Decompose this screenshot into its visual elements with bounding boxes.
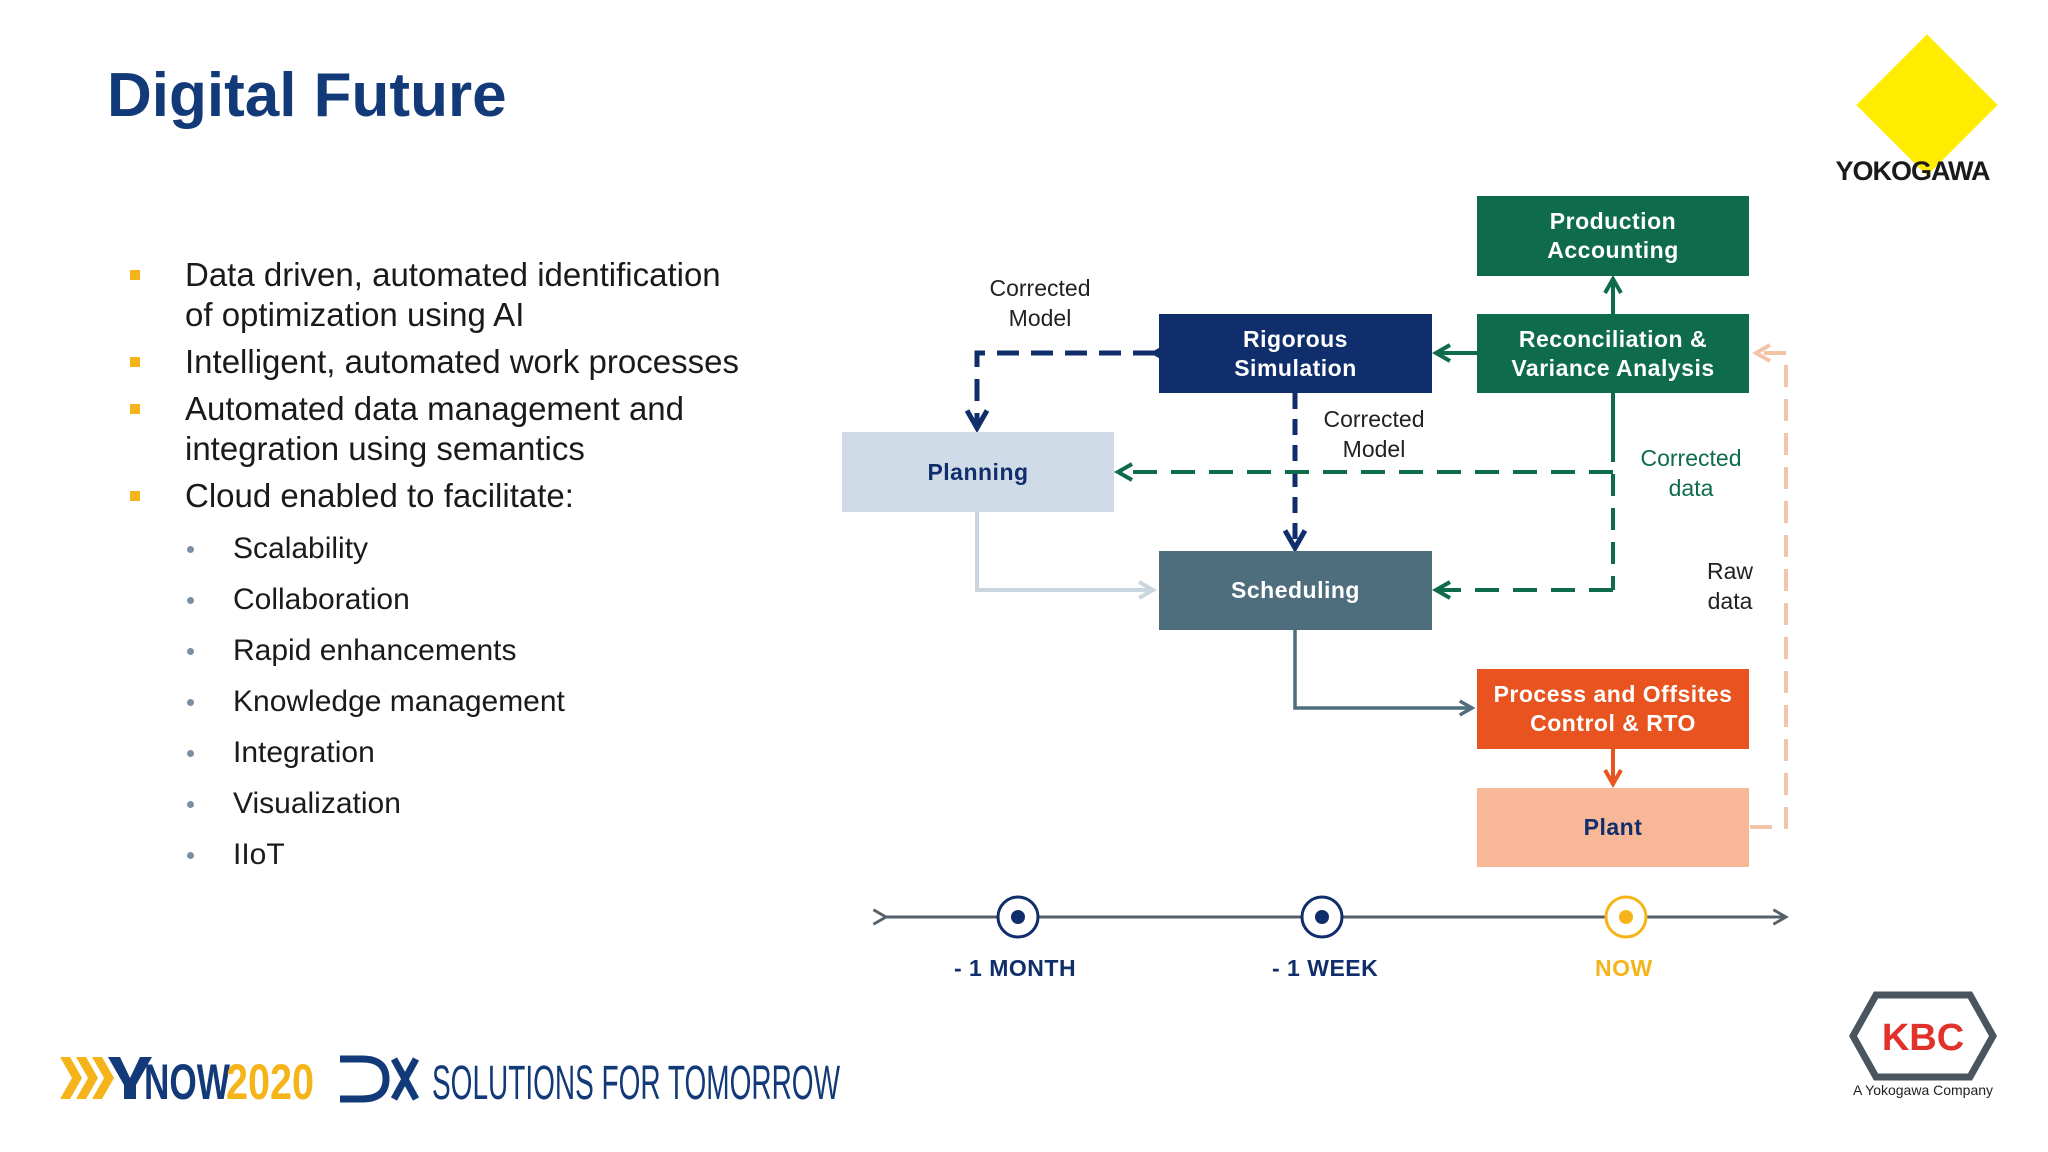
label-line: Corrected: [1640, 445, 1742, 471]
sub-bullet-dot: [187, 597, 194, 604]
sub-bullet-label: Visualization: [233, 787, 401, 820]
raw-data-label: Raw data: [1690, 556, 1770, 616]
footer-now-text: NOW: [144, 1054, 231, 1110]
sub-bullet-item: Collaboration: [130, 581, 830, 619]
bullet-line: Automated data management and: [185, 390, 685, 427]
bullet-marker: [130, 357, 140, 367]
footer-tagline-text: SOLUTIONS FOR TOMORROW: [432, 1057, 840, 1110]
timeline-label-month: - 1 MONTH: [954, 955, 1077, 981]
label-line: Raw: [1706, 558, 1753, 584]
bullet-line: Data driven, automated identification: [185, 256, 721, 293]
box-line: Control & RTO: [1530, 710, 1696, 736]
bullet-line: of optimization using AI: [185, 296, 525, 333]
kbc-wordmark: KBC: [1882, 1017, 1964, 1059]
box-line: Production: [1549, 208, 1677, 234]
sub-bullet-dot: [187, 546, 194, 553]
timeline-label-week: - 1 WEEK: [1272, 955, 1379, 981]
sub-bullet-dot: [187, 648, 194, 655]
sub-bullet-item: Scalability: [130, 530, 830, 568]
bullet-marker: [130, 270, 140, 280]
label-line: data: [1707, 588, 1753, 614]
sub-bullet-dot: [187, 852, 194, 859]
bullet-item: Intelligent, automated work processes: [130, 342, 830, 382]
kbc-subtitle: A Yokogawa Company: [1852, 1082, 1994, 1098]
label-line: Corrected: [989, 275, 1091, 301]
sub-bullet-item: Knowledge management: [130, 683, 830, 721]
box-line: Process and Offsites: [1493, 681, 1733, 707]
plant-box: Plant: [1477, 788, 1749, 867]
bullet-line: Cloud enabled to facilitate:: [185, 477, 574, 514]
page-title: Digital Future: [107, 61, 507, 130]
planning-box: Planning: [842, 432, 1114, 512]
kbc-hexagon-icon: KBC: [1848, 991, 1998, 1081]
bullet-marker: [130, 491, 140, 501]
yokogawa-diamond-icon: [1856, 34, 1998, 176]
bullet-marker: [130, 404, 140, 414]
footer-year-text: 2020: [226, 1054, 314, 1110]
kbc-logo: KBC A Yokogawa Company: [1848, 990, 1998, 1100]
sub-bullet-label: IIoT: [233, 838, 285, 871]
label-line: data: [1668, 475, 1714, 501]
sub-bullet-label: Knowledge management: [233, 685, 565, 718]
footer-branding: NOW 2020 SOLUTIONS FOR TOMORROW: [60, 1054, 840, 1110]
sub-bullet-dot: [187, 699, 194, 706]
label-line: Model: [1342, 436, 1406, 462]
box-label: Planning: [927, 458, 1029, 485]
label-line: Corrected: [1323, 406, 1425, 432]
sub-bullet-label: Scalability: [233, 532, 369, 565]
scheduling-box: Scheduling: [1159, 551, 1432, 630]
label-line: Model: [1008, 305, 1072, 331]
bullet-item: Cloud enabled to facilitate:: [130, 476, 830, 516]
sub-bullet-item: IIoT: [130, 836, 830, 874]
box-line: Variance Analysis: [1511, 354, 1715, 381]
sub-bullet-item: Visualization: [130, 785, 830, 823]
reconciliation-box: Reconciliation &Variance Analysis: [1477, 314, 1749, 393]
box-line: Rigorous: [1243, 325, 1348, 352]
bullet-line: integration using semantics: [185, 430, 585, 467]
box-label: Scheduling: [1231, 577, 1360, 603]
sub-bullet-label: Collaboration: [233, 583, 410, 616]
box-label: Plant: [1583, 814, 1643, 840]
sub-bullet-dot: [187, 750, 194, 757]
yokogawa-wordmark: YOKOGAWA: [1835, 156, 1990, 186]
box-line: Reconciliation &: [1518, 325, 1708, 352]
sub-bullet-label: Integration: [233, 736, 375, 769]
corrected-data-label: Corrected data: [1621, 443, 1761, 503]
bullet-line: Intelligent, automated work processes: [185, 343, 739, 380]
timeline-label-now: NOW: [1595, 955, 1653, 981]
sub-bullet-item: Rapid enhancements: [130, 632, 830, 670]
yokogawa-logo: YOKOGAWA: [1835, 34, 1998, 190]
box-line: Accounting: [1547, 237, 1679, 263]
sub-bullet-dot: [187, 801, 194, 808]
box-line: Simulation: [1234, 354, 1357, 381]
sub-bullet-item: Integration: [130, 734, 830, 772]
sub-bullet-label: Rapid enhancements: [233, 634, 517, 667]
